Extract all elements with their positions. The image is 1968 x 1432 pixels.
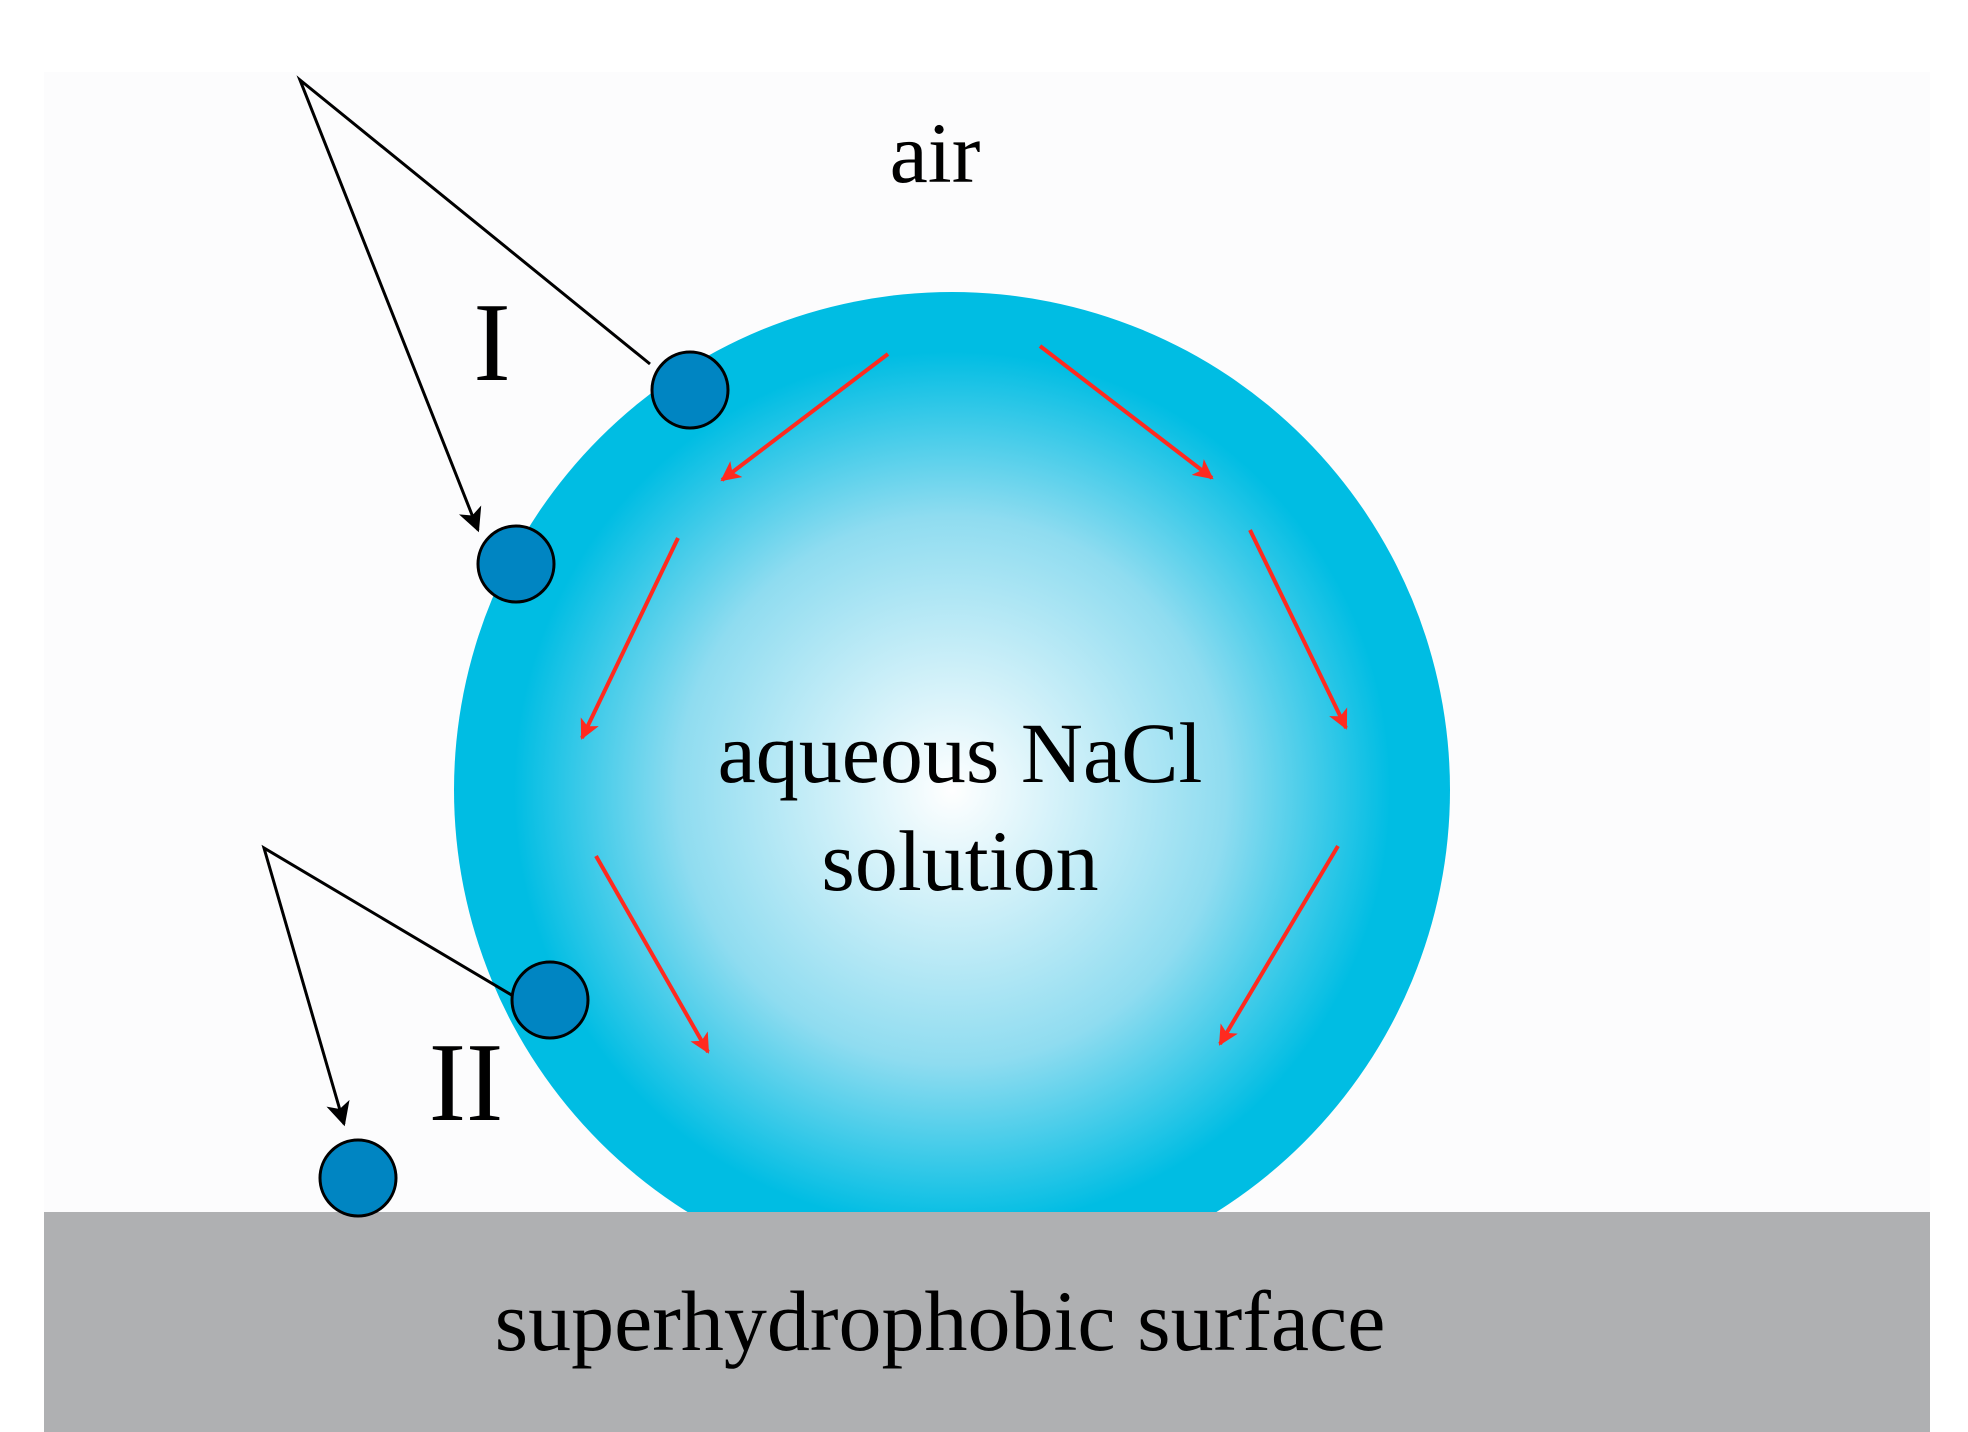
path-two-label: II: [429, 1021, 504, 1145]
particle-path-two-end: [318, 1138, 398, 1218]
flow-arrow-low-left: [594, 855, 710, 1054]
droplet-label-line2: solution: [821, 813, 1098, 909]
internal-flow-arrows: [580, 344, 1348, 1054]
droplet-label-line1: aqueous NaCl: [718, 705, 1203, 801]
path-one-label: I: [473, 281, 510, 405]
flow-arrow-low-right: [1218, 844, 1340, 1046]
superhydrophobic-surface: [44, 1212, 1930, 1432]
particle-path-two-start: [510, 960, 590, 1040]
particles: [318, 350, 730, 1218]
particle-path-one-start: [650, 350, 730, 430]
jump-trajectories: [261, 75, 651, 1127]
flow-arrow-mid-right: [1248, 529, 1348, 730]
flow-arrow-top-left: [720, 352, 890, 482]
jump-path-two: [261, 844, 521, 1127]
particle-path-one-end: [476, 524, 556, 604]
droplet: [454, 292, 1450, 1212]
jump-path-one: [296, 75, 651, 533]
surface-label: superhydrophobic surface: [495, 1273, 1386, 1369]
air-label: air: [890, 105, 981, 201]
flow-arrow-mid-left: [580, 537, 680, 740]
flow-arrow-top-right: [1038, 344, 1214, 480]
